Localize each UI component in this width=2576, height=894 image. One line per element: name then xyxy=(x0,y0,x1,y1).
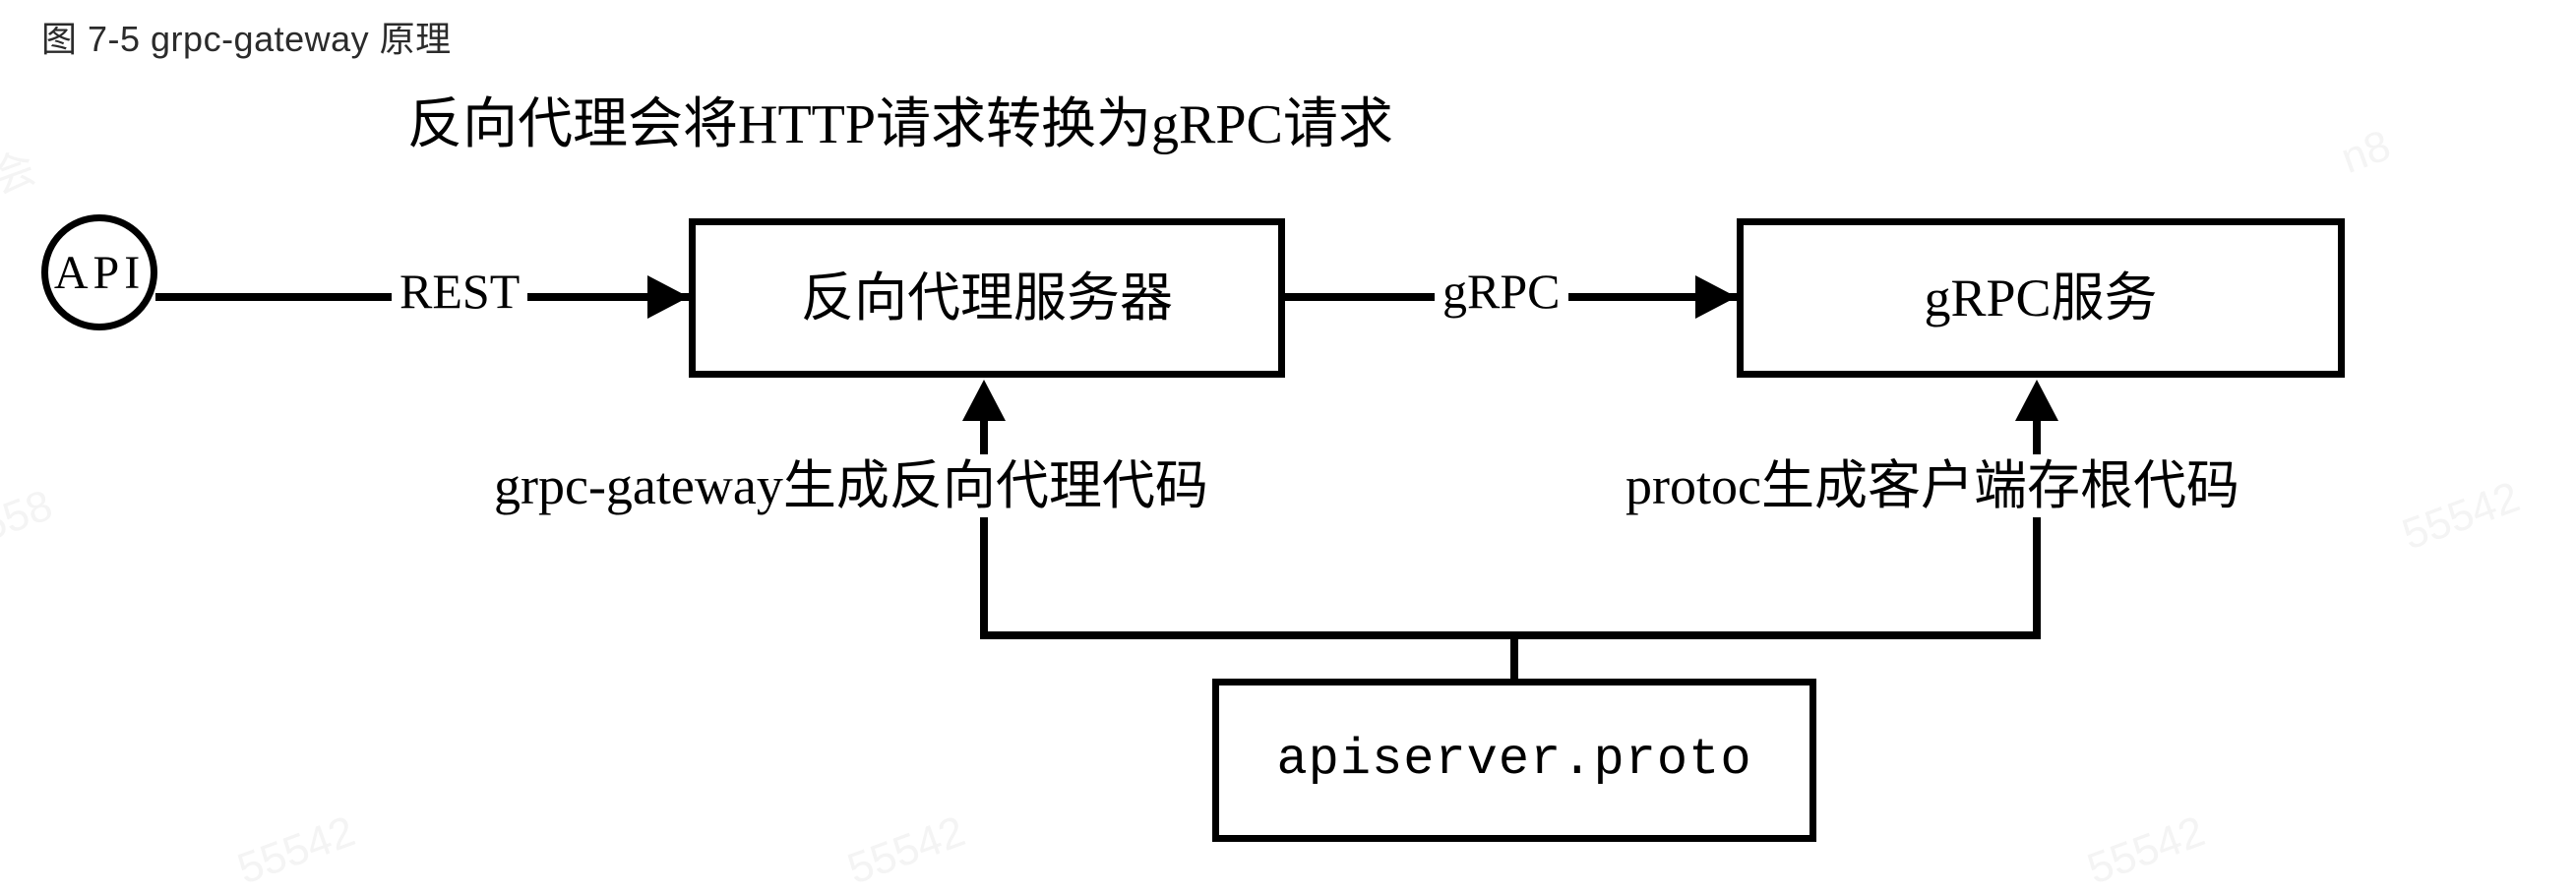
edge-line-proto-to-service-vertical xyxy=(2033,421,2041,639)
annotation-protoc: protoc生成客户端存根代码 xyxy=(1622,454,2243,517)
watermark: n8 xyxy=(2334,121,2397,183)
watermark: 558 xyxy=(0,480,59,552)
edge-label-grpc: gRPC xyxy=(1435,264,1568,319)
watermark: 55542 xyxy=(2081,806,2211,894)
annotation-grpc-gateway: grpc-gateway生成反向代理代码 xyxy=(490,454,1212,517)
watermark: 55542 xyxy=(2396,472,2526,560)
node-apiserver-proto[interactable]: apiserver.proto xyxy=(1212,679,1816,842)
arrowhead-proto-to-service xyxy=(2015,380,2058,421)
arrowhead-proto-to-proxy xyxy=(962,380,1006,421)
node-grpc-service-label: gRPC服务 xyxy=(1924,268,2158,328)
node-apiserver-proto-label: apiserver.proto xyxy=(1276,731,1752,789)
arrowhead-proxy-to-service xyxy=(1695,275,1737,319)
edge-label-rest: REST xyxy=(392,264,528,319)
node-api[interactable]: API xyxy=(41,214,157,330)
node-reverse-proxy[interactable]: 反向代理服务器 xyxy=(689,218,1285,378)
watermark: 会 xyxy=(0,143,42,204)
node-reverse-proxy-label: 反向代理服务器 xyxy=(801,268,1173,328)
watermark: 55542 xyxy=(841,806,971,894)
watermark: 55542 xyxy=(231,806,361,894)
edge-line-proto-to-proxy-vertical xyxy=(980,421,988,639)
node-api-label: API xyxy=(53,246,146,299)
edge-line-proto-stub xyxy=(1510,631,1518,683)
figure-caption: 图 7-5 grpc-gateway 原理 xyxy=(41,19,452,59)
diagram-headline: 反向代理会将HTTP请求转换为gRPC请求 xyxy=(407,94,1393,155)
node-grpc-service[interactable]: gRPC服务 xyxy=(1737,218,2345,378)
arrowhead-api-to-proxy xyxy=(647,275,689,319)
